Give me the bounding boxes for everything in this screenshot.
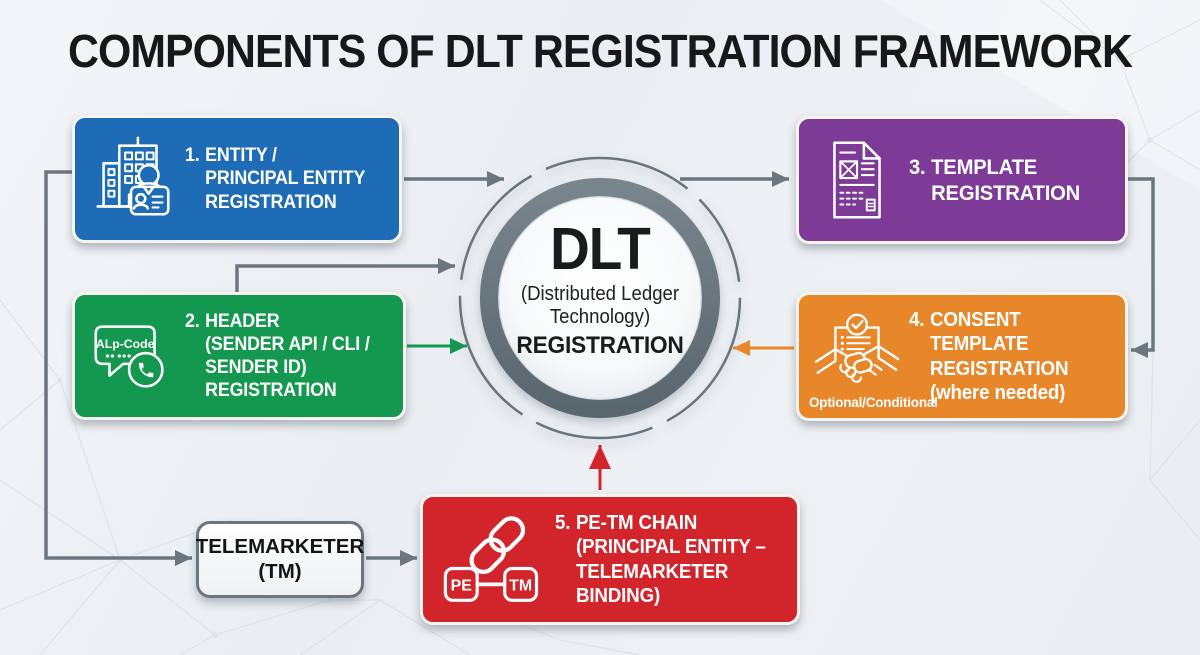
arrow-template-to-consent (1128, 177, 1155, 358)
dlt-subtitle: (Distributed Ledger Technology) (520, 283, 680, 328)
dlt-registration-label: REGISTRATION (516, 332, 684, 360)
arrow-header-top-to-hub (235, 258, 455, 292)
card-label: CONSENT TEMPLATE REGISTRATION (where nee… (929, 308, 1069, 404)
dlt-hub-label: DLT (Distributed Ledger Technology) REGI… (470, 216, 730, 360)
building-person-icon (81, 130, 185, 228)
card-label: ENTITY / PRINCIPAL ENTITY REGISTRATION (205, 145, 366, 213)
card-number: 4. (909, 308, 925, 331)
arrow-entity-to-telemarketer (44, 170, 192, 566)
dlt-acronym: DLT (550, 216, 651, 282)
page-title: COMPONENTS OF DLT REGISTRATION FRAMEWORK (68, 25, 1133, 77)
dlt-hub-rings (458, 156, 742, 440)
pe-label: PE (451, 577, 472, 594)
card-number: 5. (555, 511, 571, 534)
telemarketer-abbr: (TM) (258, 559, 302, 583)
card-number: 3. (909, 154, 926, 179)
card-header-registration: ALp-Code 2. HEADER (SENDER API / CLI / S… (72, 292, 406, 420)
telemarketer-label: TELEMARKETER (195, 535, 365, 559)
telemarketer-box: TELEMARKETER (TM) (196, 521, 364, 598)
pe-tm-chain-icon: PE TM (429, 507, 555, 613)
tm-label: TM (509, 577, 532, 594)
card-pe-tm-chain: PE TM 5. PE-TM CHAIN (PRINCIPAL ENTITY –… (420, 494, 800, 625)
card-number: 1. (185, 145, 200, 167)
alp-code-bubble-phone-icon: ALp-Code (81, 307, 185, 405)
handshake-consent-icon (805, 308, 909, 406)
card-number: 2. (185, 310, 200, 332)
card-label: TEMPLATE REGISTRATION (931, 154, 1081, 205)
alp-code-text: ALp-Code (96, 337, 155, 351)
card-label: HEADER (SENDER API / CLI / SENDER ID) RE… (205, 310, 370, 402)
card-template-registration: 3. TEMPLATE REGISTRATION (796, 116, 1128, 244)
card-consent-template-registration: 4. CONSENT TEMPLATE REGISTRATION (where … (796, 292, 1128, 421)
template-document-icon (805, 131, 909, 229)
card-label: PE-TM CHAIN (PRINCIPAL ENTITY – TELEMARK… (575, 511, 766, 607)
card-entity-registration: 1. ENTITY / PRINCIPAL ENTITY REGISTRATIO… (72, 115, 402, 243)
optional-conditional-caption: Optional/Conditional (809, 395, 938, 410)
